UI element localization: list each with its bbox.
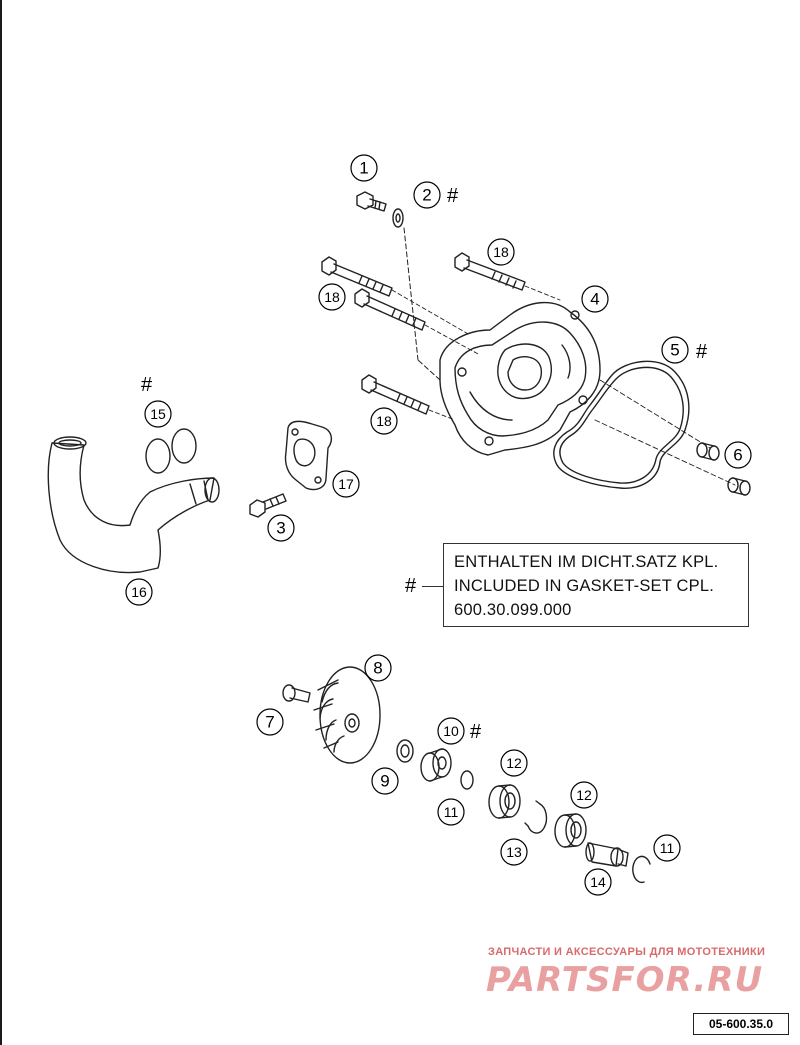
callout-13: 13	[506, 844, 522, 860]
part-6-dowel-sleeve-lower[interactable]	[727, 477, 751, 496]
part-7-impeller-screw[interactable]	[282, 684, 311, 703]
part-5-gasket[interactable]	[553, 360, 690, 489]
part-8-impeller[interactable]	[313, 666, 381, 764]
page-left-border	[0, 0, 2, 1045]
callout-6: 6	[733, 446, 742, 465]
callout-18-upper: 18	[493, 244, 509, 260]
part-11-circlip-left[interactable]	[460, 770, 474, 790]
part-13-retaining-ring[interactable]	[524, 800, 548, 834]
callout-16: 16	[131, 584, 147, 600]
note-line-german: ENTHALTEN IM DICHT.SATZ KPL.	[454, 553, 719, 571]
note-gasket-marker: #	[405, 575, 417, 597]
callout-1: 1	[359, 159, 368, 178]
part-9-seal-ring[interactable]	[396, 739, 414, 763]
part-10-shaft-seal[interactable]	[420, 748, 452, 782]
leader-part-2	[403, 227, 419, 361]
part-17-flange-gasket[interactable]	[284, 420, 333, 491]
callout-8: 8	[373, 659, 382, 678]
part-14-pump-shaft[interactable]	[585, 842, 629, 867]
part-3-bolt[interactable]	[249, 493, 287, 518]
part-18-bolt-middle-2[interactable]	[354, 288, 426, 331]
callout-12-left: 12	[506, 755, 522, 771]
gasket-set-note: ENTHALTEN IM DICHT.SATZ KPL. INCLUDED IN…	[443, 543, 749, 627]
callout-18-lower: 18	[376, 413, 392, 429]
callout-2: 2	[422, 186, 431, 205]
part-15-o-ring-left[interactable]	[145, 438, 171, 474]
gasket-marker-part-10: #	[470, 721, 482, 743]
gasket-marker-part-5: #	[696, 341, 708, 363]
callout-4: 4	[590, 290, 599, 309]
gasket-marker-part-2: #	[447, 185, 459, 207]
callout-10: 10	[443, 723, 459, 739]
callout-18-middle: 18	[324, 289, 340, 305]
callout-3: 3	[276, 519, 285, 538]
callout-5: 5	[670, 341, 679, 360]
part-12-bearing-left[interactable]	[488, 784, 521, 819]
callout-12-right: 12	[576, 787, 592, 803]
callout-7: 7	[265, 713, 274, 732]
part-2-washer[interactable]	[392, 208, 404, 228]
callout-17: 17	[338, 476, 354, 492]
part-16-coolant-hose[interactable]	[47, 436, 220, 574]
part-6-dowel-sleeve-upper[interactable]	[696, 442, 720, 461]
part-12-bearing-right[interactable]	[554, 813, 587, 848]
part-18-bolt-upper[interactable]	[454, 252, 526, 291]
part-1-bolt[interactable]	[356, 191, 387, 212]
gasket-marker-part-15: #	[141, 374, 153, 396]
watermark-logo: PARTSFOR.RU	[486, 960, 764, 1000]
part-18-bolt-lower[interactable]	[361, 374, 430, 415]
callout-9: 9	[380, 772, 389, 791]
part-4-pump-cover[interactable]	[439, 301, 601, 456]
callout-11-right: 11	[660, 840, 675, 856]
part-18-bolt-middle-1[interactable]	[321, 256, 393, 297]
callout-15: 15	[150, 406, 166, 422]
note-line-english: INCLUDED IN GASKET-SET CPL.	[454, 577, 714, 595]
callout-14: 14	[590, 874, 606, 890]
part-11-circlip-right[interactable]	[632, 855, 651, 884]
part-15-o-ring-right[interactable]	[171, 428, 197, 464]
note-line-part-number: 600.30.099.000	[454, 601, 572, 619]
note-leader-line	[422, 586, 443, 587]
diagram-reference-code: 05-600.35.0	[693, 1013, 789, 1035]
watermark-tagline: ЗАПЧАСТИ И АКСЕССУАРЫ ДЛЯ МОТОТЕХНИКИ	[488, 946, 766, 958]
callout-11-left: 11	[444, 804, 459, 820]
